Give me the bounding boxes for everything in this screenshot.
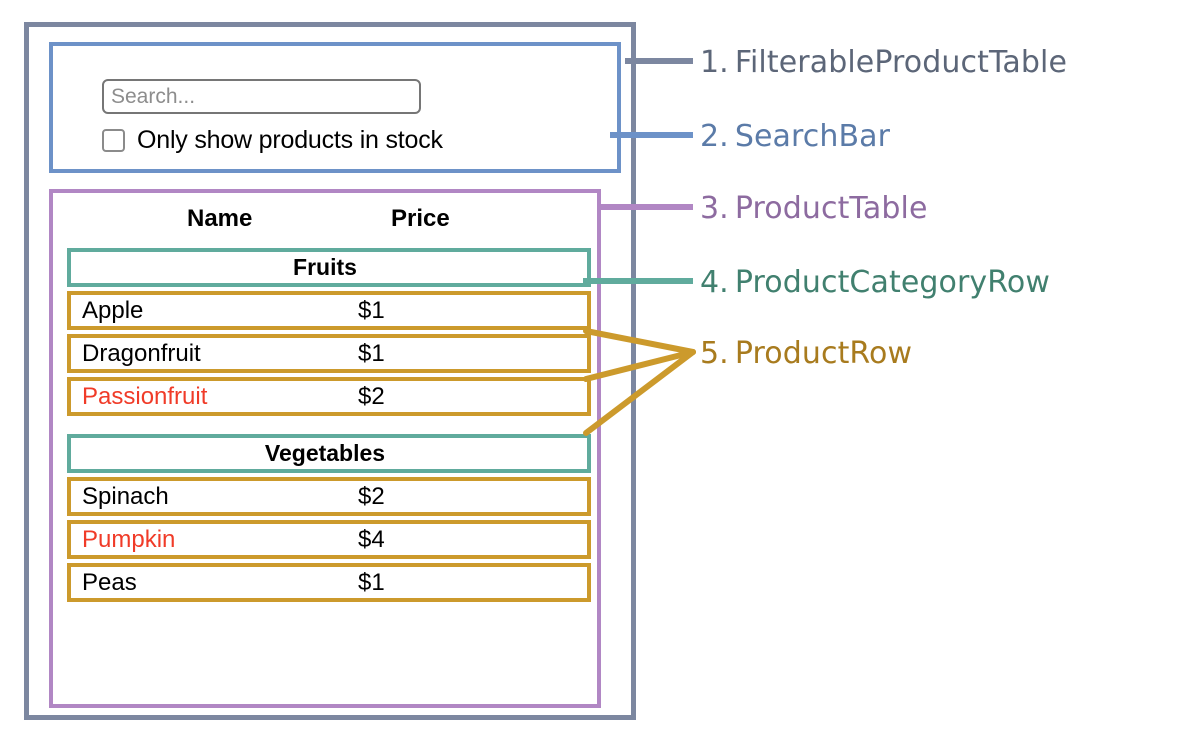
- annotation-label-3: 3.ProductTable: [700, 191, 928, 226]
- product-row: Pumpkin $4: [67, 520, 591, 559]
- category-label: Vegetables: [264, 440, 386, 466]
- product-rows-area: Fruits Apple $1 Dragonfruit $1 Passionfr…: [67, 248, 591, 602]
- product-price: $4: [358, 525, 385, 553]
- only-in-stock-label: Only show products in stock: [137, 126, 443, 154]
- product-price: $1: [358, 296, 385, 324]
- annotation-label-1: 1.FilterableProductTable: [700, 45, 1067, 80]
- only-in-stock-checkbox[interactable]: [102, 129, 125, 152]
- product-name: Peas: [82, 568, 137, 596]
- product-category-row: Vegetables: [67, 434, 591, 473]
- annotation-label-5: 5.ProductRow: [700, 336, 912, 371]
- annotation-text-1: FilterableProductTable: [734, 45, 1068, 80]
- product-name: Dragonfruit: [82, 339, 201, 367]
- category-group-fruits: Fruits Apple $1 Dragonfruit $1 Passionfr…: [67, 248, 591, 416]
- column-header-name: Name: [187, 205, 253, 232]
- product-name: Apple: [82, 296, 144, 324]
- annotation-number-3: 3.: [700, 191, 729, 226]
- product-row: Apple $1: [67, 291, 591, 330]
- annotation-number-1: 1.: [700, 45, 729, 80]
- category-group-vegetables: Vegetables Spinach $2 Pumpkin $4 Peas $1: [67, 434, 591, 602]
- product-name: Spinach: [82, 482, 169, 510]
- product-name: Passionfruit: [82, 382, 208, 410]
- annotation-text-3: ProductTable: [734, 191, 928, 226]
- filterable-product-table-container: Only show products in stock Name Price F…: [24, 22, 636, 720]
- annotation-text-4: ProductCategoryRow: [734, 265, 1050, 300]
- product-price: $1: [358, 568, 385, 596]
- annotation-text-2: SearchBar: [734, 119, 891, 154]
- only-in-stock-row[interactable]: Only show products in stock: [102, 126, 443, 155]
- annotation-label-4: 4.ProductCategoryRow: [700, 265, 1050, 300]
- search-bar-container: Only show products in stock: [49, 42, 621, 173]
- annotation-number-4: 4.: [700, 265, 729, 300]
- product-category-row: Fruits: [67, 248, 591, 287]
- column-header-price: Price: [391, 205, 450, 232]
- product-table-container: Name Price Fruits Apple $1 Dragonfruit $…: [49, 189, 601, 708]
- product-row: Dragonfruit $1: [67, 334, 591, 373]
- product-row: Passionfruit $2: [67, 377, 591, 416]
- annotation-label-2: 2.SearchBar: [700, 119, 890, 154]
- search-input[interactable]: [102, 79, 421, 114]
- annotation-number-2: 2.: [700, 119, 729, 154]
- product-row: Peas $1: [67, 563, 591, 602]
- product-price: $1: [358, 339, 385, 367]
- category-label: Fruits: [293, 254, 357, 280]
- product-price: $2: [358, 482, 385, 510]
- annotation-text-5: ProductRow: [734, 336, 913, 371]
- annotation-number-5: 5.: [700, 336, 729, 371]
- product-price: $2: [358, 382, 385, 410]
- product-row: Spinach $2: [67, 477, 591, 516]
- product-name: Pumpkin: [82, 525, 176, 553]
